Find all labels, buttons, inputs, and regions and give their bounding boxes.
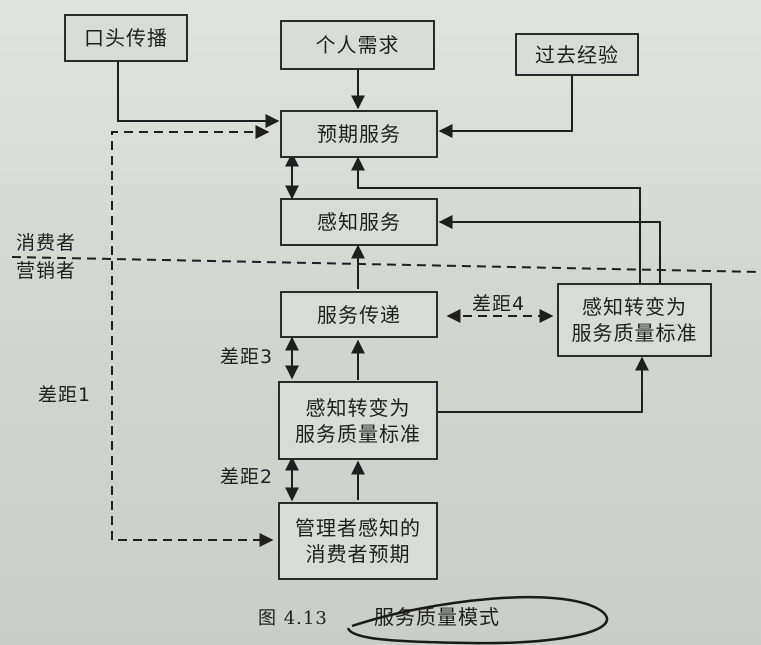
figure-title: 服务质量模式 xyxy=(374,605,500,629)
gap1-dashed-line xyxy=(111,125,274,547)
perceived-service-box: 感知服务 xyxy=(280,198,438,246)
arrow-word-of-mouth-to-expected xyxy=(117,62,280,128)
past-experience-box: 过去经验 xyxy=(515,33,639,76)
gap2-label: 差距2 xyxy=(220,466,274,488)
standards-box-center: 感知转变为 服务质量标准 xyxy=(278,381,438,460)
gap1-label: 差距1 xyxy=(38,384,92,406)
personal-needs-box: 个人需求 xyxy=(280,20,435,70)
gap3-label: 差距3 xyxy=(220,346,274,368)
arrow-standards-right-to-perceived xyxy=(438,215,661,289)
arrow-standards-right-to-expected xyxy=(351,156,641,289)
management-perception-box: 管理者感知的 消费者预期 xyxy=(278,502,438,580)
consumer-marketer-divider xyxy=(11,256,761,273)
figure-number: 图 4.13 xyxy=(258,608,328,629)
expected-service-box: 预期服务 xyxy=(280,110,438,158)
marketer-label: 营销者 xyxy=(16,260,77,282)
arrow-standards-center-to-right xyxy=(438,356,649,413)
word-of-mouth-box: 口头传播 xyxy=(64,14,188,62)
consumer-label: 消费者 xyxy=(16,232,77,254)
gap4-label: 差距4 xyxy=(472,293,526,315)
ink-circle-mark xyxy=(346,595,609,645)
service-delivery-box: 服务传递 xyxy=(280,291,438,338)
arrow-experience-to-expected xyxy=(438,76,573,138)
standards-box-right: 感知转变为 服务质量标准 xyxy=(557,283,712,357)
